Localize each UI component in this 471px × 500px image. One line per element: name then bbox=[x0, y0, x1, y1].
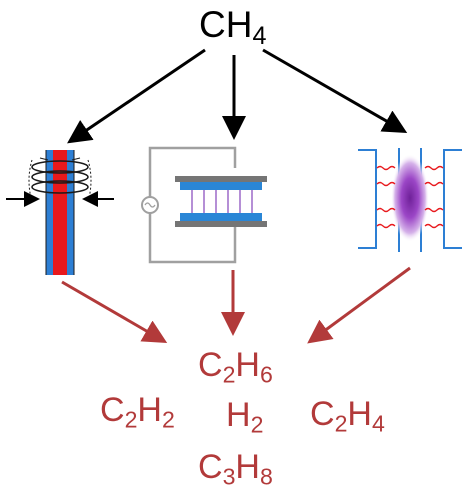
gliding-arc-plasma-icon bbox=[358, 148, 462, 252]
arrow-ch4-to-left-reactor bbox=[67, 48, 206, 144]
plasma-glow bbox=[391, 154, 429, 242]
acetylene-sub1: 2 bbox=[124, 406, 138, 433]
arrow-ch4-to-right-reactor bbox=[262, 48, 408, 133]
product-propane-label: C3H8 bbox=[198, 448, 273, 488]
propane-el1: C bbox=[198, 448, 223, 486]
coil-loop-2 bbox=[31, 170, 89, 184]
electrode-bracket-right bbox=[443, 149, 462, 249]
acetylene-sub2: 2 bbox=[161, 406, 175, 433]
hydrogen-el1: H bbox=[226, 396, 251, 434]
acetylene-el1: C bbox=[100, 391, 125, 429]
coil-small-arrow-top-left bbox=[39, 157, 49, 161]
hydrogen-sub1: 2 bbox=[250, 411, 264, 438]
ethane-el2: H bbox=[235, 346, 260, 384]
dielectric-bottom bbox=[180, 213, 262, 221]
arrow-left-reactor-to-products bbox=[61, 280, 168, 344]
product-ethane-label: C2H6 bbox=[198, 346, 273, 386]
coil-small-arrow-top-right bbox=[71, 157, 81, 161]
reactant-subscript: 4 bbox=[252, 22, 267, 51]
propane-el2: H bbox=[235, 448, 260, 486]
product-acetylene-label: C2H2 bbox=[100, 391, 175, 431]
ethylene-el1: C bbox=[310, 395, 335, 433]
coil-loop-3 bbox=[31, 180, 89, 194]
ac-source-wave bbox=[144, 202, 156, 208]
reactant-element: CH bbox=[199, 4, 253, 45]
ethylene-sub2: 4 bbox=[371, 410, 385, 437]
ethane-sub1: 2 bbox=[222, 361, 236, 388]
reactant-ch4-label: CH4 bbox=[199, 4, 266, 49]
dbd-reactor-icon bbox=[141, 146, 267, 264]
tube-inner-red bbox=[53, 150, 67, 275]
electrode-top bbox=[175, 176, 267, 182]
dielectric-top bbox=[180, 182, 262, 190]
propane-sub2: 8 bbox=[259, 463, 273, 490]
coil-loop-1 bbox=[31, 160, 89, 174]
heat-waves-left bbox=[376, 165, 396, 229]
electrode-bracket-left bbox=[358, 149, 377, 249]
electrode-bottom bbox=[175, 221, 267, 227]
product-ethylene-label: C2H4 bbox=[310, 395, 385, 435]
ethane-el1: C bbox=[198, 346, 223, 384]
discharge-filaments bbox=[191, 190, 253, 213]
ethane-sub2: 6 bbox=[259, 361, 273, 388]
acetylene-el2: H bbox=[137, 391, 162, 429]
coil-field-line-right bbox=[87, 159, 92, 203]
microwave-plasma-tube-icon bbox=[6, 150, 114, 275]
product-hydrogen-label: H2 bbox=[226, 396, 263, 436]
propane-sub1: 3 bbox=[222, 463, 236, 490]
arrow-right-reactor-to-products bbox=[307, 266, 411, 344]
heat-waves-right bbox=[424, 165, 444, 229]
red-arrows bbox=[61, 266, 411, 344]
black-arrows bbox=[67, 48, 408, 144]
coil-field-line-left bbox=[28, 159, 33, 203]
ethylene-el2: H bbox=[347, 395, 372, 433]
ethylene-sub1: 2 bbox=[334, 410, 348, 437]
